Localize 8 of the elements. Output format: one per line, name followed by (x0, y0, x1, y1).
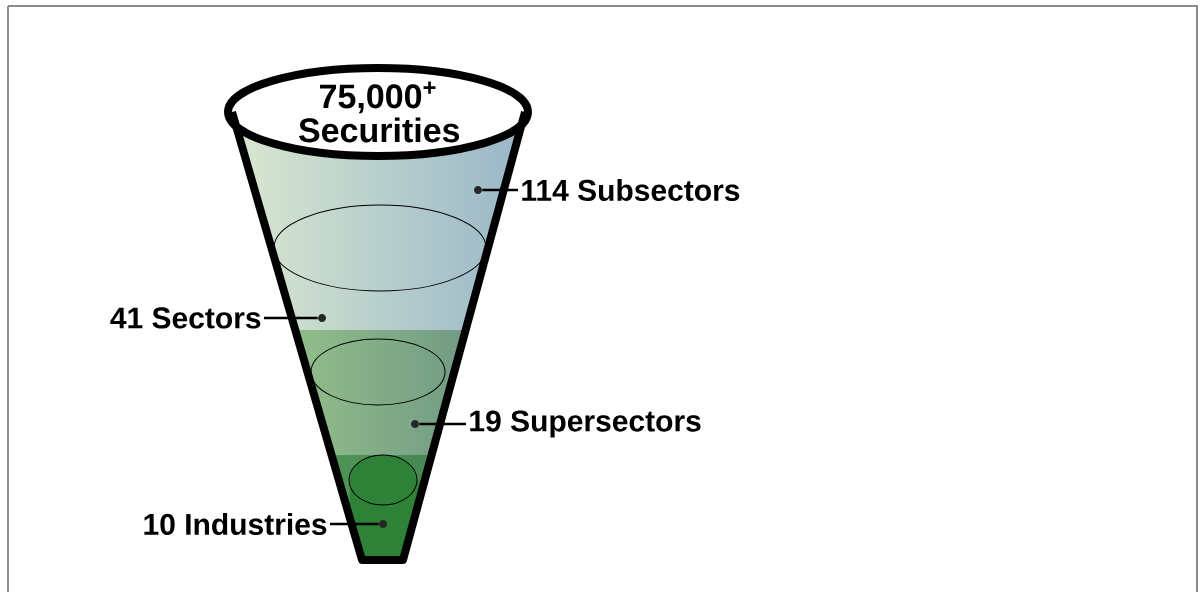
level-label: 114 Subsectors (522, 179, 740, 201)
level-label: 41 Sectors (110, 307, 261, 329)
leader-line (482, 188, 518, 192)
leader-line (330, 522, 379, 526)
level-label: 19 Supersectors (470, 410, 701, 438)
level-label: 10 Industries (144, 513, 327, 535)
leader-line (419, 422, 466, 426)
leader-line (264, 316, 318, 320)
